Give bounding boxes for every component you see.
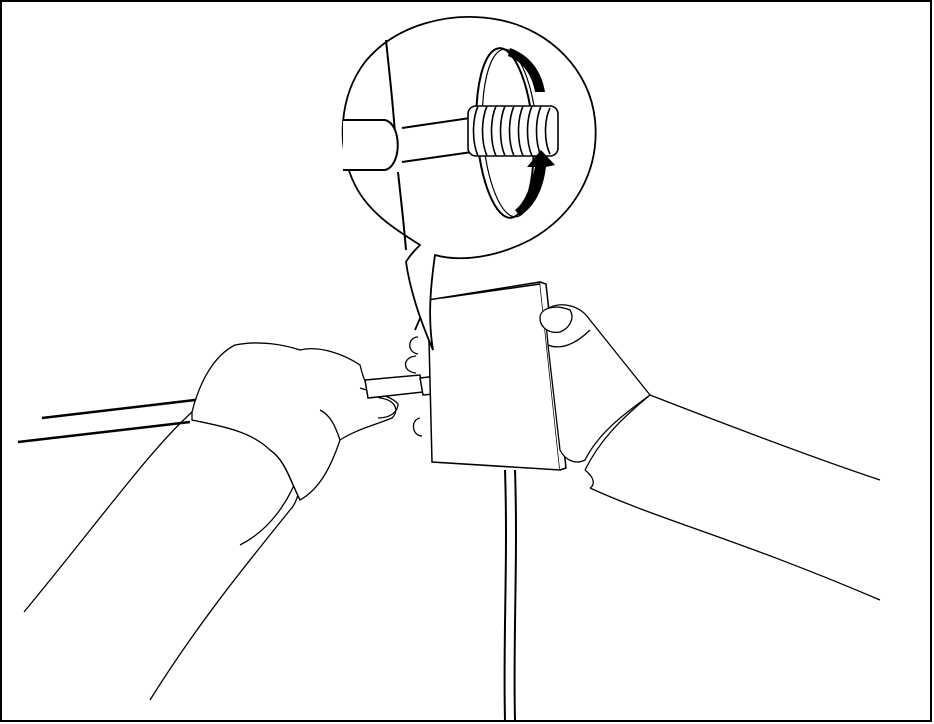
left-arm-sleeve	[18, 403, 303, 701]
right-hand	[539, 304, 651, 463]
right-arm-sleeve	[584, 394, 881, 601]
fingertips-behind-plate	[404, 336, 423, 437]
wall-cable	[503, 469, 517, 721]
zoom-connector-thread	[467, 105, 559, 157]
magnifier-callout-icon	[341, 16, 597, 351]
clockwise-rotate-arrow-icon	[508, 48, 555, 216]
